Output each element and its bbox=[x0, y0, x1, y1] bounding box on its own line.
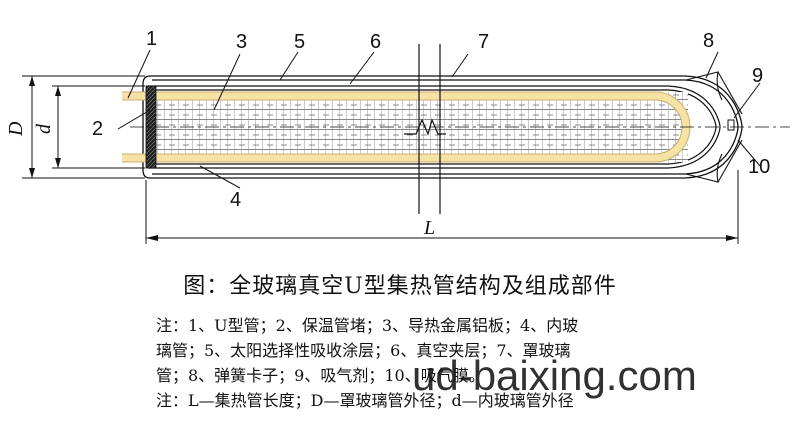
label-7: 7 bbox=[478, 31, 489, 53]
note-line-1: 注：1、U型管；2、保温管堵；3、导热金属铝板；4、内玻 bbox=[156, 316, 579, 335]
note-line-4: 注：L—集热管长度；D—罩玻璃管外径；d—内玻璃管外径 bbox=[156, 391, 574, 410]
u-tube-collector-diagram: 1 2 3 4 5 6 7 8 9 10 D d L bbox=[5, 28, 790, 244]
label-10: 10 bbox=[748, 156, 770, 178]
label-3: 3 bbox=[236, 31, 247, 53]
getter bbox=[727, 119, 735, 131]
notes-block: 注：1、U型管；2、保温管堵；3、导热金属铝板；4、内玻 璃管；5、太阳选择性吸… bbox=[156, 313, 716, 413]
label-4: 4 bbox=[230, 189, 241, 211]
watermark: ud-baixing.com bbox=[412, 352, 697, 399]
leader-lines bbox=[117, 49, 761, 189]
label-2: 2 bbox=[92, 118, 103, 140]
note-line-2: 璃管；5、太阳选择性吸收涂层；6、真空夹层；7、罩玻璃 bbox=[156, 341, 571, 360]
break-lines bbox=[404, 44, 446, 214]
spring-clip bbox=[685, 71, 743, 183]
dimension-L-label: L bbox=[423, 217, 435, 239]
note-line-3: 管；8、弹簧卡子；9、吸气剂；10、吸气膜。 bbox=[156, 366, 485, 385]
dimension-d-label: d bbox=[33, 123, 55, 134]
label-5: 5 bbox=[294, 31, 305, 53]
label-9: 9 bbox=[752, 65, 763, 87]
dimension-D-label: D bbox=[5, 121, 27, 137]
label-1: 1 bbox=[146, 28, 157, 50]
label-8: 8 bbox=[703, 30, 714, 52]
label-6: 6 bbox=[370, 31, 381, 53]
dimension-arrows bbox=[29, 76, 738, 241]
figure-caption: 图：全玻璃真空U型集热管结构及组成部件 bbox=[183, 274, 617, 299]
dimension-lines bbox=[22, 75, 739, 244]
